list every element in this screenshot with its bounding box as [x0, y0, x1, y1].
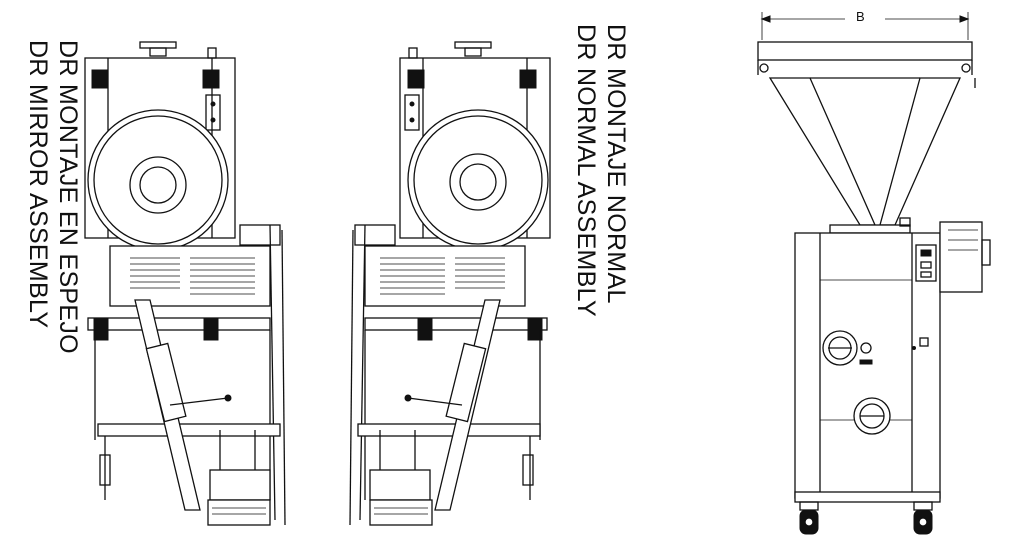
side-machine-body: [757, 41, 991, 535]
normal-machine-body: [349, 41, 551, 526]
dimension-b-label: B: [853, 9, 868, 24]
dimension-line-b: [760, 12, 970, 40]
mirror-machine-body: [84, 41, 286, 526]
